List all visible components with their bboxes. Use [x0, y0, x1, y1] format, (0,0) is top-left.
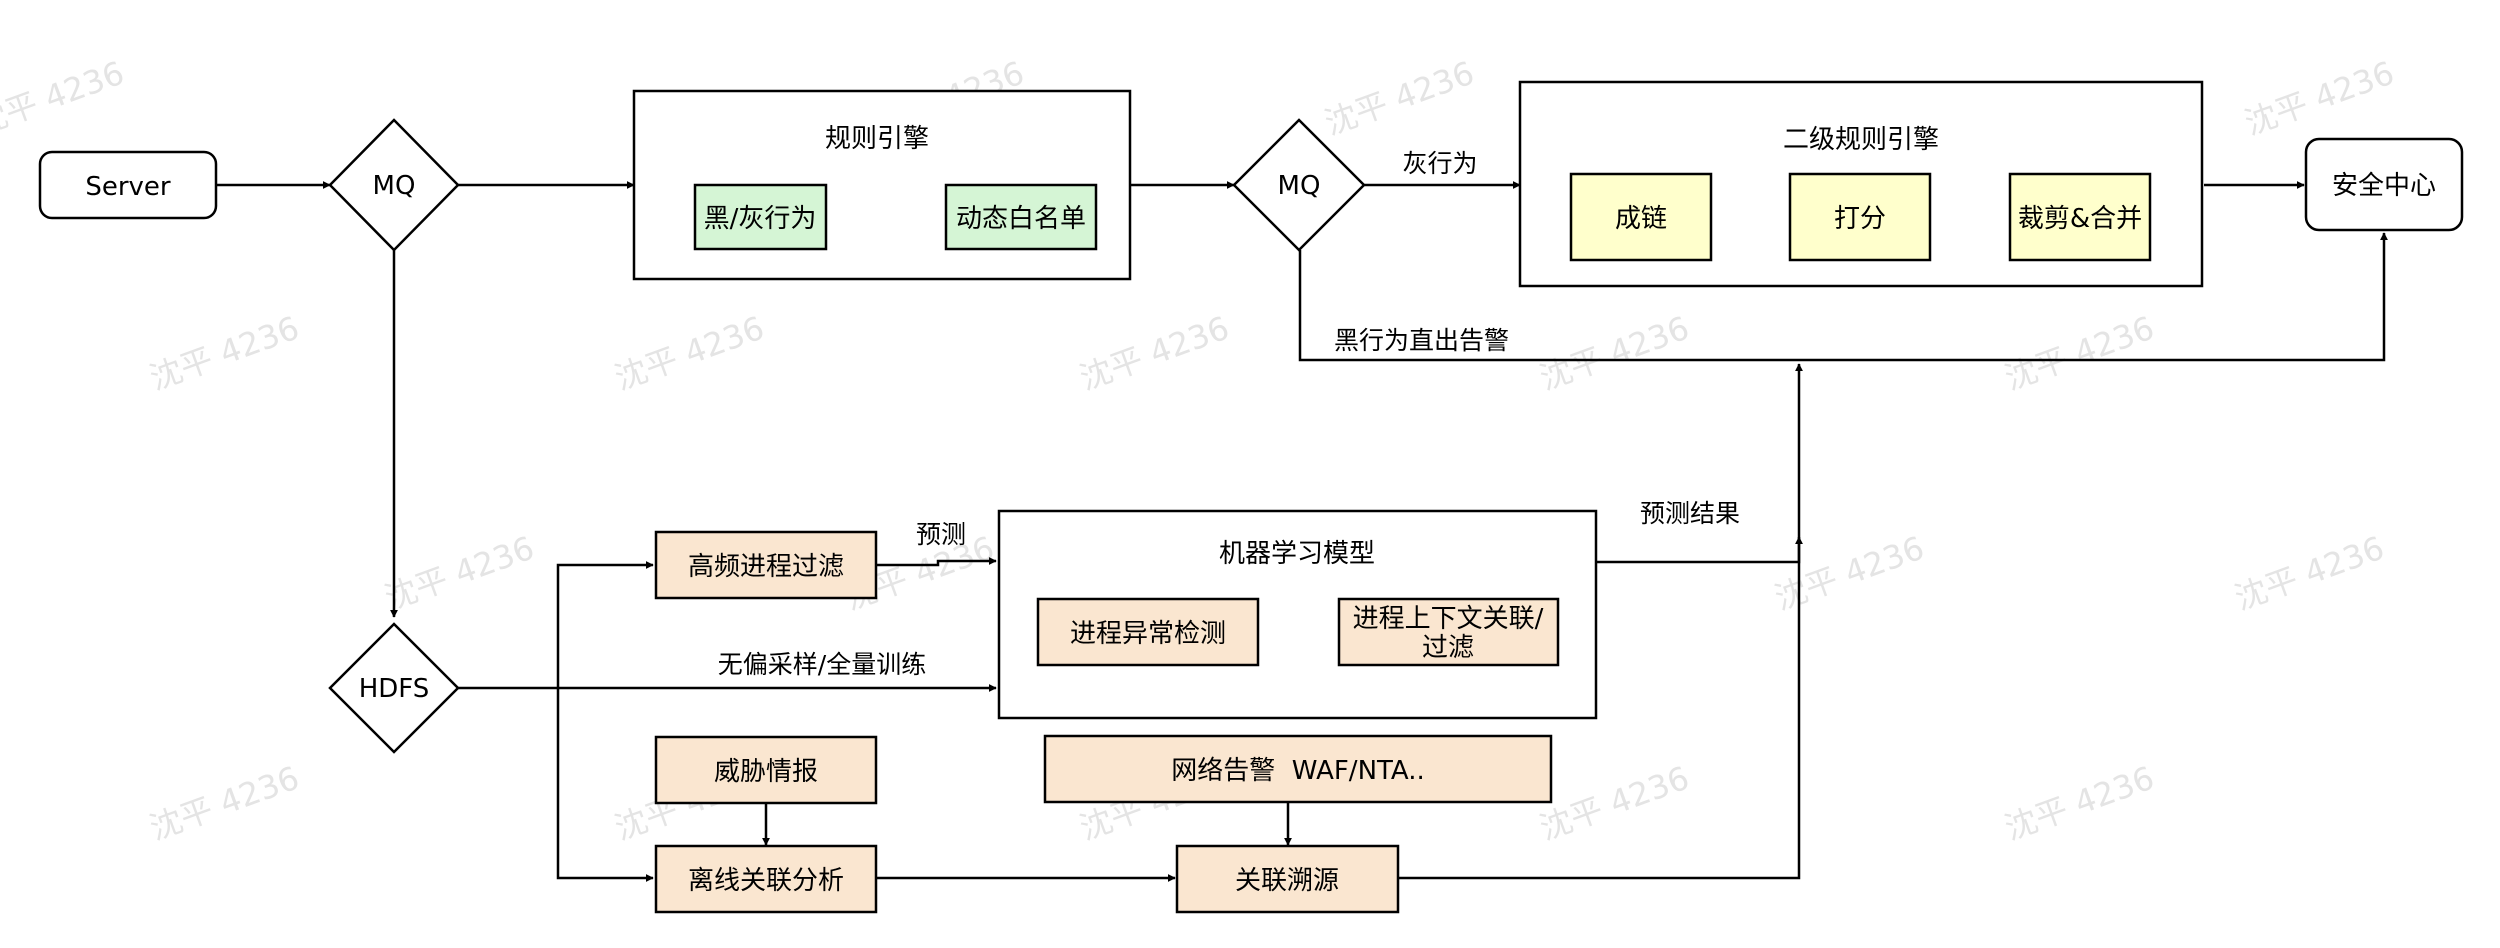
watermark-text: 沈平 4236: [0, 54, 129, 143]
edge-ml-model-to-alert-line: [1596, 536, 1803, 564]
mq-label: MQ: [373, 171, 416, 201]
score-label: 打分: [1834, 204, 1886, 234]
watermark-text: 沈平 4236: [380, 529, 539, 618]
watermark-text: 沈平 4236: [1770, 529, 1929, 618]
context-filter-label-line1: 进程上下文关联/: [1353, 604, 1544, 634]
edge-black-direct-alert: [1298, 232, 2388, 362]
context-filter-label-line2: 过滤: [1422, 633, 1474, 663]
second-rule-engine-title: 二级规则引擎: [1783, 125, 1939, 155]
network-alert-node: 网络告警 WAF/NTA..: [1043, 734, 1553, 804]
server-node: Server: [38, 150, 218, 220]
watermark-text: 沈平 4236: [2000, 309, 2159, 398]
edge-label-predict: 预测: [916, 520, 966, 549]
threat-intel-label: 威胁情报: [714, 757, 818, 787]
edge-label-unbiased: 无偏采样/全量训练: [718, 650, 926, 679]
watermark-text: 沈平 4236: [2000, 759, 2159, 848]
edge-trace-to-alert-line: [1398, 363, 1803, 880]
security-center-node: 安全中心: [2304, 137, 2464, 232]
dynamic-whitelist-label: 动态白名单: [956, 204, 1086, 234]
edge-label-black-direct: 黑行为直出告警: [1334, 326, 1509, 355]
security-center-label: 安全中心: [2332, 171, 2436, 201]
offline-analysis-label: 离线关联分析: [688, 866, 844, 896]
ml-model-title: 机器学习模型: [1219, 539, 1375, 569]
edge-label-predict-result: 预测结果: [1640, 499, 1740, 528]
ml-model-container: 机器学习模型 进程异常检测 进程上下文关联/ 过滤: [997, 509, 1598, 720]
watermark-text: 沈平 4236: [1535, 759, 1694, 848]
watermark-text: 沈平 4236: [145, 759, 304, 848]
mq-secondary-label: MQ: [1278, 171, 1321, 201]
watermark-text: 沈平 4236: [145, 309, 304, 398]
anomaly-detection-label: 进程异常检测: [1070, 619, 1226, 649]
watermark-text: 沈平 4236: [1075, 309, 1234, 398]
threat-intel-node: 威胁情报: [654, 735, 878, 805]
watermark-text: 沈平 4236: [610, 309, 769, 398]
second-rule-engine-container: 二级规则引擎 成链 打分 裁剪&合并: [1518, 80, 2204, 288]
rule-engine-container: 规则引擎 黑/灰行为 动态白名单: [632, 89, 1132, 281]
mq-node-secondary: MQ: [1232, 118, 1366, 252]
mq-node: MQ: [328, 118, 460, 252]
watermark-text: 沈平 4236: [2240, 54, 2399, 143]
hf-filter-node: 高频进程过滤: [654, 530, 878, 600]
trace-node: 关联溯源: [1175, 844, 1400, 914]
black-gray-behavior-label: 黑/灰行为: [704, 204, 817, 234]
offline-analysis-node: 离线关联分析: [654, 844, 878, 914]
hdfs-label: HDFS: [359, 674, 430, 704]
trace-label: 关联溯源: [1235, 866, 1339, 896]
hdfs-node: HDFS: [328, 622, 460, 754]
network-alert-label: 网络告警 WAF/NTA..: [1171, 756, 1425, 786]
trim-merge-label: 裁剪&合并: [2018, 204, 2142, 234]
server-label: Server: [85, 172, 171, 202]
watermark-text: 沈平 4236: [2230, 529, 2389, 618]
hf-filter-label: 高频进程过滤: [688, 552, 844, 582]
watermark-text: 沈平 4236: [1320, 54, 1479, 143]
edge-hdfs-to-hf-filter: [556, 561, 654, 688]
watermark-text: 沈平 4236: [1535, 309, 1694, 398]
edge-hf-filter-to-ml-model: [876, 557, 997, 567]
edge-label-gray: 灰行为: [1402, 149, 1477, 178]
edge-hdfs-to-offline: [556, 688, 654, 882]
rule-engine-title: 规则引擎: [825, 124, 929, 154]
chain-label: 成链: [1615, 204, 1667, 234]
